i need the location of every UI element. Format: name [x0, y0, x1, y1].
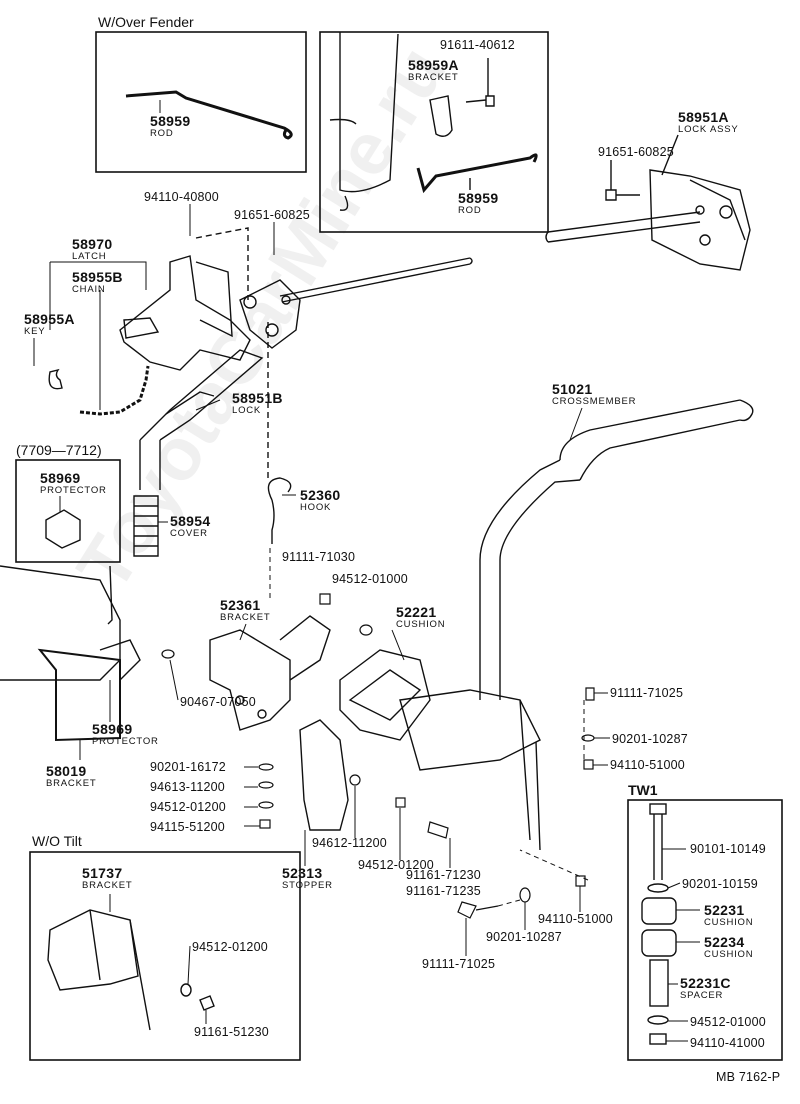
bracket-part: [47, 909, 139, 991]
fastener-stack: [161, 593, 595, 919]
part-label: 94110-51000: [538, 912, 613, 926]
chain-part: [79, 365, 150, 416]
rod-part: [416, 153, 538, 194]
hook-part: [267, 477, 292, 544]
part-label: 91651-60825: [234, 208, 310, 222]
part-label: 91111-71025: [422, 957, 496, 971]
part-label: 94613-11200: [150, 780, 225, 794]
lock-lever: [139, 349, 264, 490]
part-label: 94512-01200: [192, 940, 268, 954]
part-label: 94115-51200: [150, 820, 225, 834]
part-label: 90201-10287: [612, 732, 688, 746]
part-label: 94110-51000: [610, 758, 685, 772]
bracket-part: [209, 629, 291, 731]
key-part: [48, 368, 63, 390]
bolt-part: [605, 189, 640, 201]
part-label: 94512-01200: [150, 800, 226, 814]
part-label: 90467-07050: [180, 695, 256, 709]
part-label: 90201-10159: [682, 877, 758, 891]
part-label: 94110-40800: [144, 190, 219, 204]
part-label: 94512-01000: [332, 572, 408, 586]
part-label: 94110-41000: [690, 1036, 765, 1050]
wo-tilt-box: [29, 851, 301, 1061]
cushion-part: [339, 649, 431, 741]
part-label: 94612-11200: [312, 836, 387, 850]
year-range-heading: (7709—7712): [16, 442, 102, 458]
rod-part: [125, 90, 293, 140]
stopper-part: [299, 719, 349, 831]
part-label: 94512-01200: [358, 858, 434, 872]
over-fender-box: [95, 31, 307, 173]
part-label: 94512-01000: [690, 1015, 766, 1029]
tw1-box: [627, 799, 783, 1061]
part-label: 90201-16172: [150, 760, 226, 774]
lock-assy-part: [239, 279, 301, 349]
lock-rod: [545, 211, 701, 243]
protector-part: [45, 509, 81, 549]
cover-part: [133, 495, 159, 557]
cable: [279, 257, 473, 303]
part-label: 90101-10149: [690, 842, 766, 856]
bracket-detail-box: [319, 31, 549, 233]
part-label: 91161-71235: [406, 884, 481, 898]
step-bracket: [37, 648, 121, 742]
year-range-box: [15, 459, 121, 563]
over-fender-heading: W/Over Fender: [98, 14, 194, 30]
part-label: 91161-51230: [194, 1025, 269, 1039]
part-label: 91651-60825: [598, 145, 674, 159]
tw1-heading: TW1: [628, 782, 658, 798]
lock-assy-part: [649, 169, 751, 271]
part-label: 91161-71230: [406, 868, 481, 882]
figure-code: MB 7162-P: [716, 1070, 781, 1084]
cab-panel: [339, 32, 399, 193]
cab-outline: [0, 565, 121, 681]
frame-bracket: [399, 689, 541, 771]
crossmember-part: [559, 399, 754, 481]
tw1-mount-stack: [641, 803, 677, 1045]
part-label: 91611-40612: [440, 38, 515, 52]
bracket-part: [429, 95, 453, 137]
wo-tilt-heading: W/O Tilt: [32, 833, 82, 849]
bolt-part: [465, 95, 495, 107]
latch-part: [119, 255, 251, 371]
part-label: 90201-10287: [486, 930, 562, 944]
part-label: 91111-71030: [282, 550, 356, 564]
part-label: 91111-71025: [610, 686, 684, 700]
